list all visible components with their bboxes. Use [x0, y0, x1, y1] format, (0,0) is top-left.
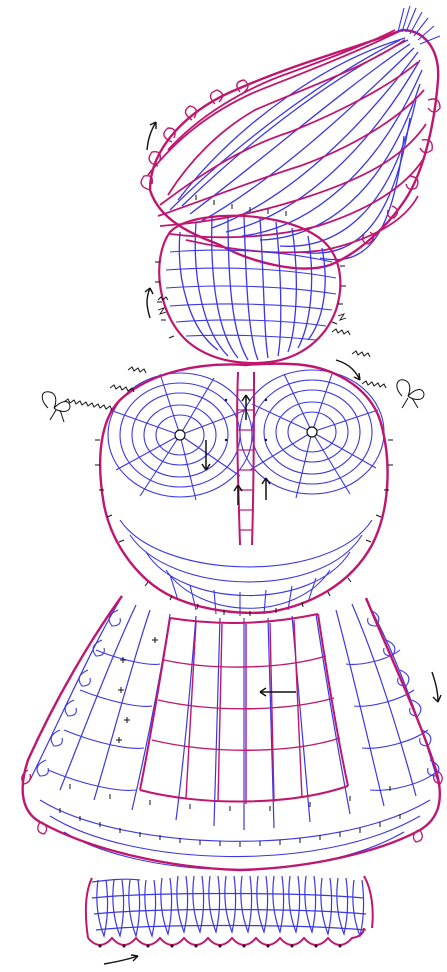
bodice — [95, 360, 393, 616]
direction-arrow-icon — [145, 288, 153, 318]
direction-arrow-icon — [147, 122, 156, 150]
bonnet — [141, 6, 440, 268]
head-outline — [159, 216, 340, 363]
direction-arrow-icon — [432, 672, 441, 702]
direction-arrow-icon — [260, 688, 296, 696]
pantalettes — [86, 876, 373, 964]
skirt — [22, 596, 443, 870]
direction-arrow-icon — [202, 395, 270, 505]
tied-bobbin-icon — [42, 297, 424, 422]
pantalettes-hem — [88, 928, 364, 945]
head — [145, 216, 346, 363]
skirt-outline — [23, 596, 440, 870]
direction-arrow-icon — [104, 955, 138, 964]
